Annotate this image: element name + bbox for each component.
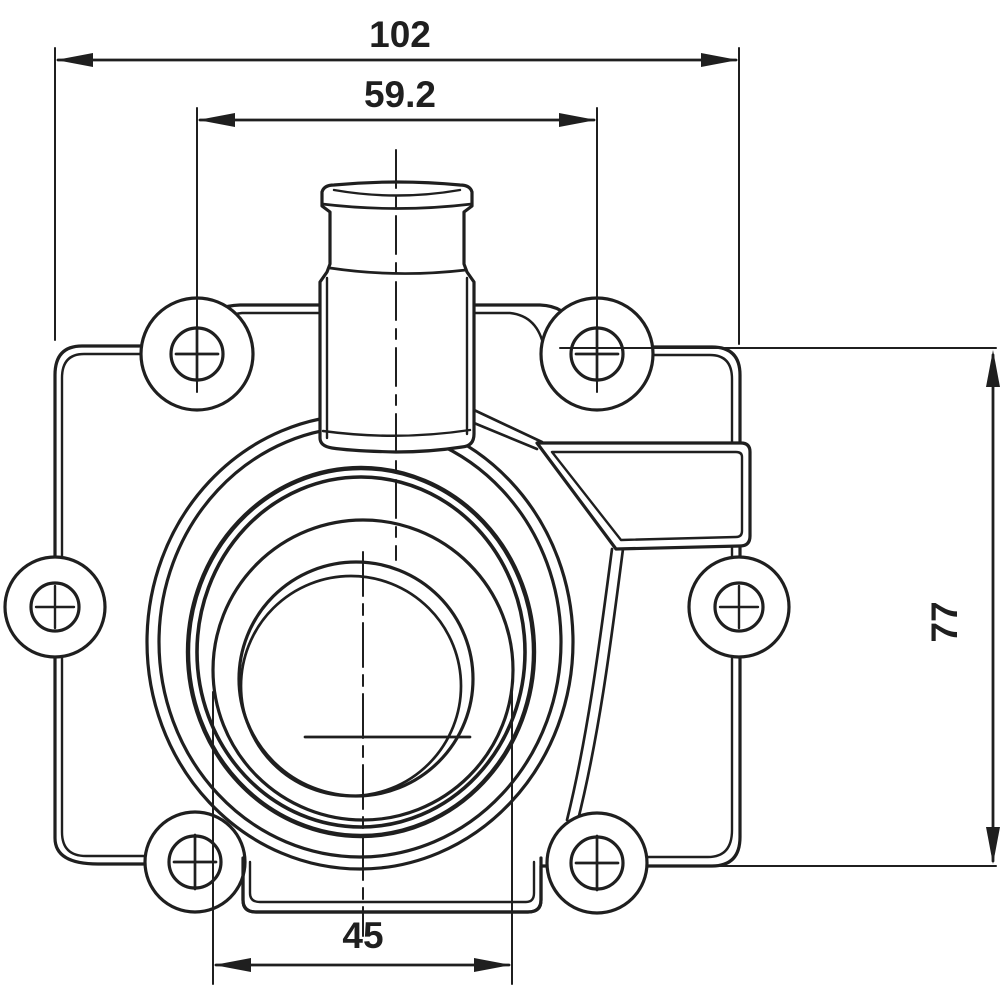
flange-inner-edge-bottom-right	[638, 648, 734, 859]
crosshair-icon	[172, 833, 218, 891]
lever-line-inner	[575, 547, 625, 826]
boss-inner-line	[550, 450, 744, 542]
bottom-section	[241, 856, 543, 914]
arrowhead-right	[701, 53, 738, 67]
screw-hole-bottom-left	[167, 833, 223, 891]
arrowhead-left	[198, 113, 235, 127]
dimension-side-height: 77	[559, 347, 1000, 867]
dimension-bore-width: 45	[212, 691, 513, 985]
dimension-overall-width: 102	[54, 14, 740, 345]
side-boss	[472, 408, 752, 551]
spigot-lip-line	[320, 202, 474, 210]
flange-inner-edge-right	[638, 353, 734, 652]
bottom-section-outline	[241, 856, 543, 914]
throat-circle-offset	[239, 574, 463, 798]
spigot-step-line	[328, 266, 468, 275]
dimension-label-top-hole-spacing: 59.2	[364, 74, 436, 115]
screw-hole-bottom-right	[569, 834, 625, 892]
arrowhead-left	[214, 958, 251, 972]
boss-connector-upper	[472, 408, 544, 444]
dimension-top-hole-spacing: 59.2	[196, 74, 598, 393]
arrowhead-right	[474, 958, 511, 972]
dimension-label-bore-width: 45	[342, 915, 383, 956]
arrowhead-left	[56, 53, 93, 67]
arrowhead-right	[559, 113, 596, 127]
gasket-ring-outer	[185, 465, 537, 839]
ear-hole-left	[29, 581, 81, 633]
bottom-section-inner-line	[248, 860, 536, 904]
flange-inner-edge-bottom-left	[60, 648, 152, 858]
gasket-ring-inner	[195, 475, 527, 829]
lever-line-outer	[565, 547, 614, 822]
arrowhead-bottom	[986, 827, 1000, 864]
boss-outline	[535, 441, 752, 551]
centerlines	[362, 149, 397, 937]
dimension-label-overall-width: 102	[369, 14, 431, 55]
crosshair-icon	[574, 834, 620, 892]
dimension-label-side-height: 77	[924, 601, 965, 642]
spigot-rim-inner	[332, 188, 462, 197]
lever-edge-lines	[565, 547, 625, 826]
crosshair-icon	[718, 584, 760, 630]
arrowhead-top	[986, 350, 1000, 387]
throat-circle	[237, 560, 475, 798]
bore-circles	[145, 413, 575, 871]
ear-hole-right	[713, 581, 765, 633]
flange-inner-edge-left	[60, 352, 152, 652]
boss-connector-lower	[472, 421, 539, 451]
crosshair-icon	[34, 584, 76, 630]
